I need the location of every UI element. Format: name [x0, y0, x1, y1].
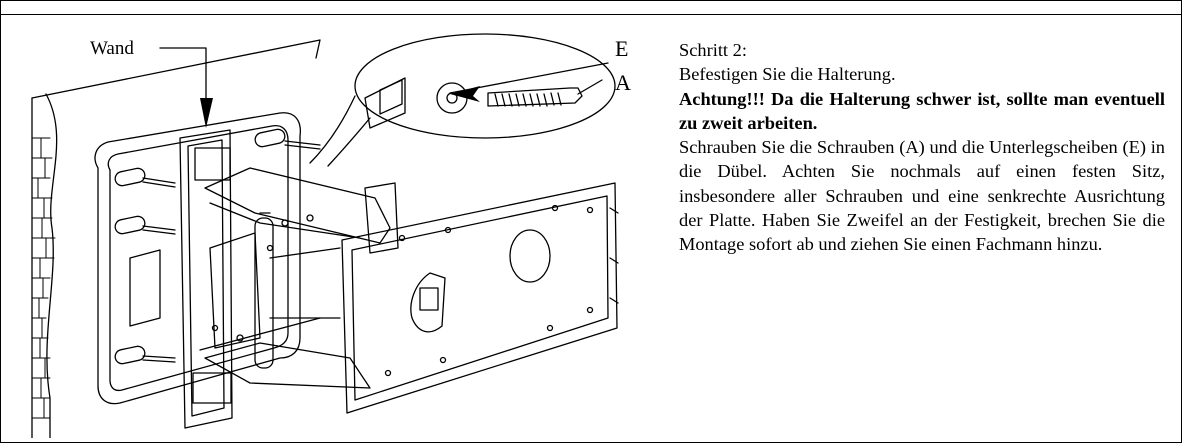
label-wall: Wand	[90, 38, 134, 59]
tv-plate	[341, 182, 619, 414]
wall-plate	[94, 112, 301, 405]
detail-callout	[309, 33, 616, 167]
arrow-heads	[200, 86, 480, 128]
label-e: E	[615, 36, 628, 61]
instruction-line: Befestigen Sie die Halterung.	[679, 64, 896, 85]
instruction-text: Schritt 2: Befestigen Sie die Halterung.…	[679, 38, 1165, 257]
step-heading: Schritt 2:	[679, 40, 747, 60]
arm-assembly	[179, 129, 399, 429]
label-a: A	[615, 70, 631, 95]
mount-illustration: Wand E A	[31, 33, 631, 438]
pointer-arrows	[159, 47, 207, 99]
body-text: Schrauben Sie die Schrauben (A) und die …	[679, 137, 1165, 255]
warning-text: Achtung!!! Da die Halterung schwer ist, …	[679, 88, 1165, 133]
header-rule	[1, 14, 1181, 15]
wall-screws	[142, 140, 321, 363]
wall	[31, 39, 321, 438]
